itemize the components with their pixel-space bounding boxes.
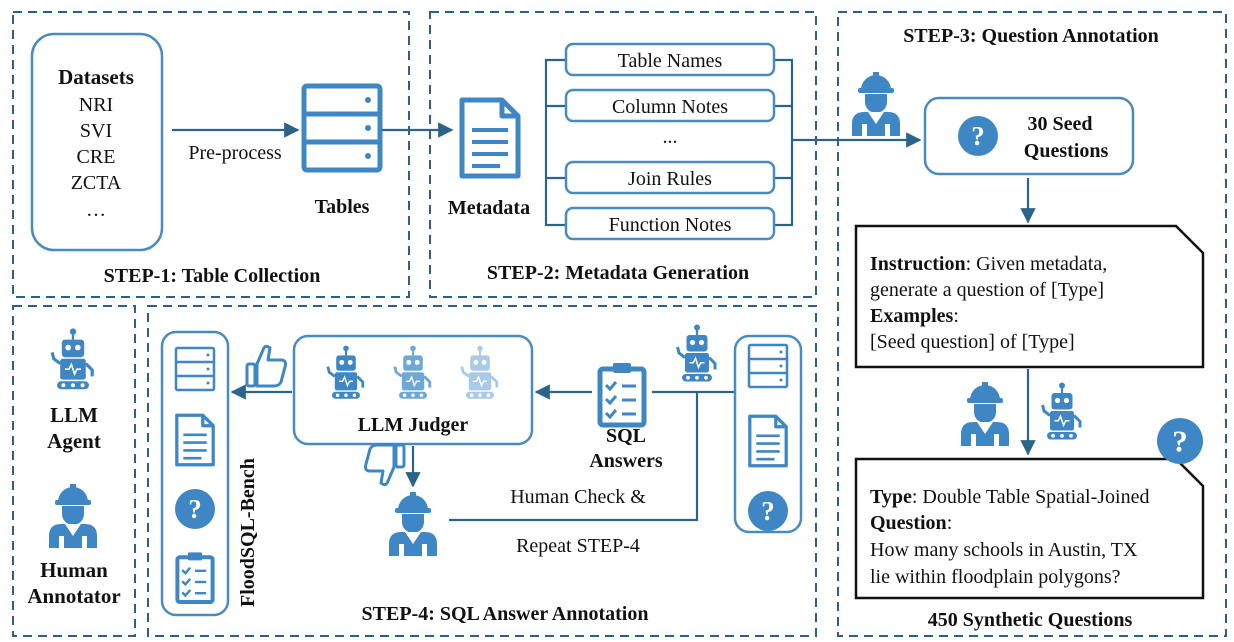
answer-robot-icon: [676, 323, 717, 383]
agent-label-line1: LLM: [50, 403, 98, 427]
llm-judger-label: LLM Judger: [358, 414, 469, 436]
bench-label: FloodSQL-Bench: [237, 458, 259, 607]
metadata-item: Table Names: [618, 50, 723, 72]
human-annotator-icon: [961, 382, 1009, 446]
human-label-line1: Human: [40, 558, 108, 582]
metadata-item-box: [564, 160, 776, 195]
dataset-item: CRE: [77, 146, 116, 168]
thumbs-down-icon: [364, 443, 406, 487]
check-line2: Repeat STEP-4: [516, 535, 640, 557]
human-annotator-icon: [389, 492, 437, 556]
preprocess-label: Pre-process: [188, 142, 282, 164]
tables-database-icon: [304, 86, 380, 170]
prompt-box: [854, 224, 1205, 369]
step3-panel: [837, 11, 1227, 637]
question-line: Question:: [870, 512, 952, 534]
agent-label-line2: Agent: [47, 429, 101, 453]
bench-document-icon: [175, 413, 215, 467]
examples-text: [Seed question] of [Type]: [870, 331, 1075, 353]
step1-title: STEP-1: Table Collection: [104, 265, 321, 287]
source-database-icon: [747, 343, 789, 389]
examples-line: Examples:: [870, 305, 959, 327]
synthetic-questions-label: 450 Synthetic Questions: [928, 609, 1133, 631]
question-mark-icon: [958, 116, 998, 156]
step2-title: STEP-2: Metadata Generation: [487, 262, 749, 284]
metadata-item: ...: [663, 126, 678, 148]
metadata-bracket-right: [774, 58, 794, 227]
step2-panel: [429, 11, 817, 298]
metadata-item-box: [564, 42, 776, 77]
output-box: [854, 457, 1205, 600]
bench-database-icon: [174, 346, 216, 392]
metadata-bracket-left: [544, 58, 566, 227]
thumbs-up-icon: [245, 344, 287, 388]
metadata-item: Column Notes: [612, 96, 728, 118]
datasets-heading: Datasets: [58, 65, 134, 89]
benchmark-box: [160, 330, 230, 617]
type-line: Type: Double Table Spatial-Joined: [870, 486, 1150, 508]
seed-line1: 30 Seed: [1028, 113, 1093, 135]
human-annotator-icon: [852, 72, 900, 136]
question-mark-icon: [748, 491, 788, 531]
source-document-icon: [748, 414, 788, 468]
check-line1: Human Check &: [510, 486, 646, 508]
metadata-item-box: [564, 88, 776, 123]
human-label-line2: Annotator: [27, 584, 120, 608]
instruction-line: Instruction: Given metadata,: [870, 253, 1107, 275]
datasets-box: [30, 32, 164, 252]
human-annotator-icon: [49, 484, 97, 548]
dataset-item: NRI: [79, 94, 113, 116]
metadata-document-icon: [462, 100, 518, 176]
question-mark-icon: [1157, 418, 1203, 464]
robot-agent-icon: [1041, 381, 1082, 441]
step4-panel: [147, 305, 817, 637]
instruction-line2: generate a question of [Type]: [870, 279, 1104, 301]
dataset-item: ZCTA: [71, 172, 122, 194]
sql-answers-icon: [600, 363, 644, 425]
metadata-label: Metadata: [448, 197, 530, 219]
question-text-line1: How many schools in Austin, TX: [870, 539, 1138, 561]
step1-panel: [12, 11, 410, 298]
metadata-item: Function Notes: [609, 214, 732, 236]
dataset-item: …: [86, 199, 106, 221]
metadata-item: Join Rules: [628, 168, 712, 190]
bench-checklist-icon: [177, 552, 212, 602]
metadata-item-box: [564, 206, 776, 241]
sql-line2: Answers: [589, 450, 663, 472]
step3-title: STEP-3: Question Annotation: [903, 25, 1159, 47]
tables-label: Tables: [315, 196, 370, 218]
dataset-item: SVI: [80, 120, 112, 142]
question-mark-icon: [175, 489, 215, 529]
step4-title: STEP-4: SQL Answer Annotation: [362, 603, 649, 625]
sql-line1: SQL: [606, 425, 646, 447]
question-text-line2: lie within floodplain polygons?: [870, 566, 1121, 588]
llm-agent-icon: [50, 326, 94, 391]
legend-panel: [12, 305, 136, 637]
human-check-line: [449, 392, 699, 522]
seed-questions-box: [923, 96, 1135, 176]
seed-line2: Questions: [1024, 140, 1109, 162]
